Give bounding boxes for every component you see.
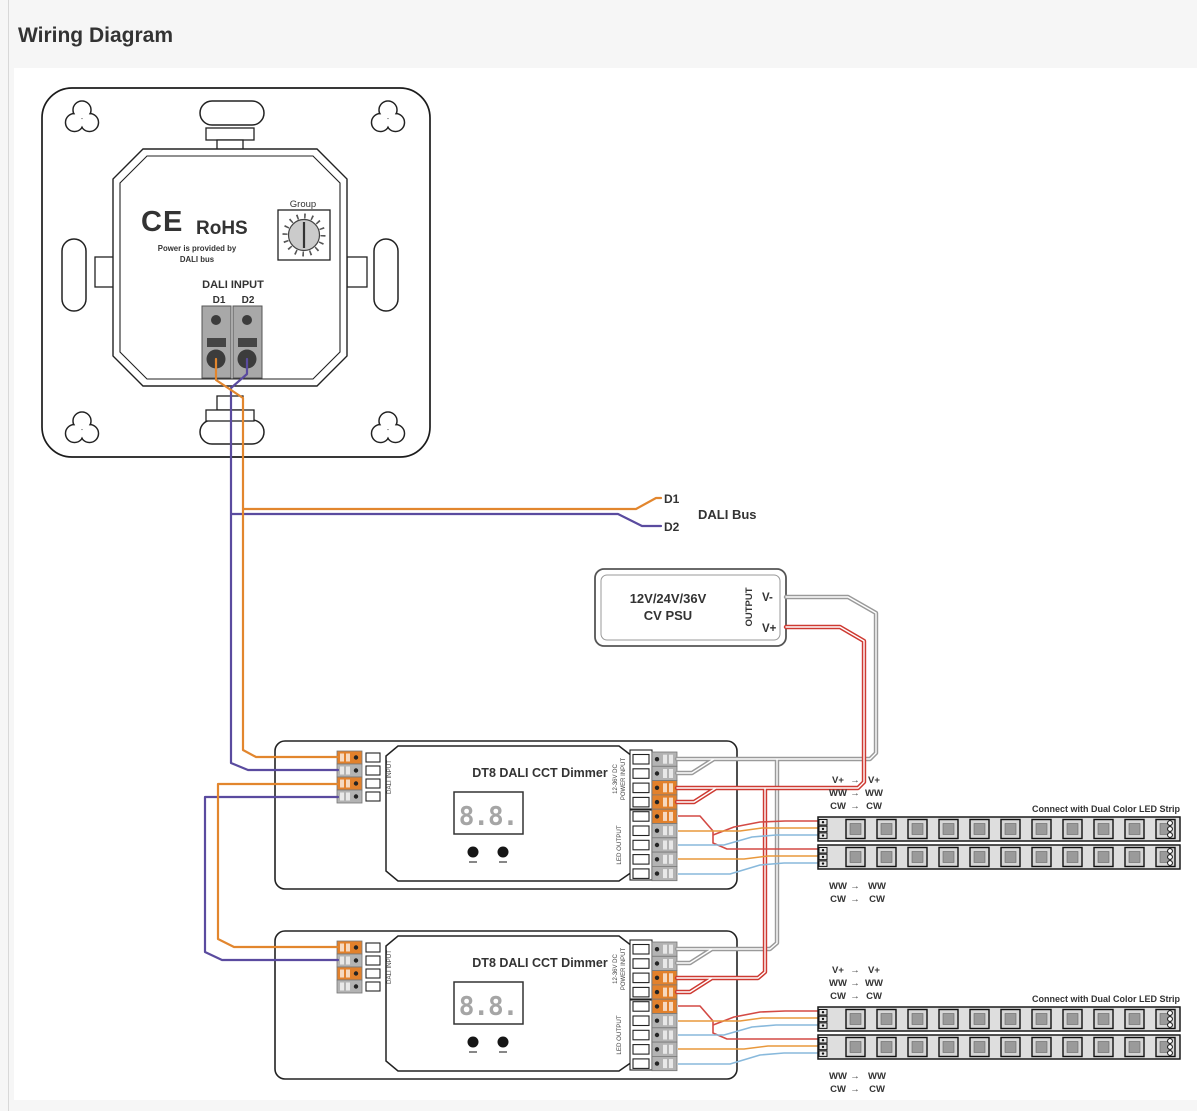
dali-bus-callout: D1 D2 DALI Bus — [664, 492, 757, 534]
mount-slot-left — [61, 238, 87, 312]
page-title: Wiring Diagram — [18, 24, 173, 47]
terminal-d1-label: D1 — [213, 295, 226, 306]
top-clip — [205, 127, 255, 141]
dali-d1-wire — [214, 357, 663, 949]
rohs-mark: RoHS — [196, 218, 248, 239]
bus-d1-label: D1 — [664, 492, 680, 506]
group-address-dial: Group — [277, 199, 331, 261]
power-note-line1: Power is provided by — [158, 244, 237, 253]
psu-enclosure-inner — [600, 574, 781, 641]
group-dial-label: Group — [290, 199, 316, 210]
wall-dali-panel: CE RoHS Power is provided by DALI bus Gr… — [41, 87, 431, 458]
dali-d2-wire — [203, 357, 663, 962]
dimmer-1 — [274, 740, 738, 890]
power-note-line2: DALI bus — [180, 255, 215, 264]
side-clip-left — [94, 256, 116, 288]
bus-d2-label: D2 — [664, 520, 680, 534]
psu-output-label: OUTPUT — [744, 587, 755, 626]
mount-slot-right — [373, 238, 399, 312]
ce-mark: CE — [141, 206, 183, 238]
dali-input-label: DALI INPUT — [202, 279, 264, 291]
mount-slot-top — [199, 100, 265, 126]
bus-name-label: DALI Bus — [698, 507, 757, 522]
terminal-d2-label: D2 — [242, 295, 255, 306]
page-left-rule — [8, 0, 9, 1111]
dial-ticks — [282, 213, 326, 257]
cv-psu: 12V/24V/36V CV PSU OUTPUT V- V+ — [594, 568, 787, 647]
dali-bus-wiring — [203, 357, 663, 962]
psu-vminus-label: V- — [762, 592, 773, 604]
psu-voltage-label: 12V/24V/36V — [630, 591, 707, 606]
side-clip-right — [346, 256, 368, 288]
psu-type-label: CV PSU — [644, 608, 692, 623]
psu-vplus-label: V+ — [762, 623, 777, 635]
dimmer-2 — [274, 930, 738, 1080]
